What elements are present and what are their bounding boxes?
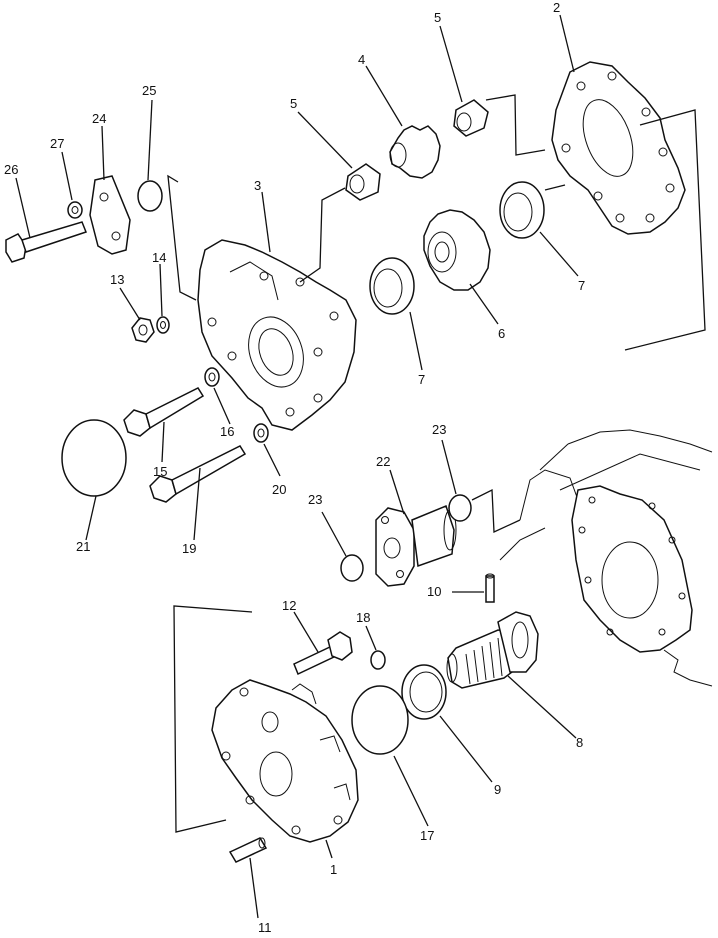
part-14-washer [156, 316, 170, 334]
label-11: 11 [258, 920, 272, 933]
label-15: 15 [153, 464, 167, 479]
label-4: 4 [358, 52, 365, 67]
part-22-pipe-flange [375, 505, 457, 587]
part-16-washer [204, 367, 220, 387]
part-5-bearing-lower [345, 163, 381, 201]
part-13-nut [131, 317, 155, 343]
label-10: 10 [427, 584, 441, 599]
part-21-o-ring [61, 419, 127, 497]
label-5-lower: 5 [290, 96, 297, 111]
part-3-pump-body [197, 239, 357, 431]
part-11-pin [228, 837, 268, 863]
part-27-washer [67, 201, 83, 219]
part-20-washer [253, 423, 269, 443]
label-2: 2 [553, 0, 560, 15]
label-8: 8 [576, 735, 583, 750]
label-22: 22 [376, 454, 390, 469]
part-1-front-cover [211, 679, 359, 843]
label-5-upper: 5 [434, 10, 441, 25]
label-21: 21 [76, 539, 90, 554]
part-23-o-ring-left [340, 554, 364, 582]
label-18: 18 [356, 610, 370, 625]
label-17: 17 [420, 828, 434, 843]
transmission-case [499, 429, 713, 687]
part-6-gear [423, 209, 491, 291]
label-1: 1 [330, 862, 337, 877]
label-7-left: 7 [418, 372, 425, 387]
label-9: 9 [494, 782, 501, 797]
label-25: 25 [142, 83, 156, 98]
part-18-o-ring [370, 650, 386, 670]
part-26-bolt [5, 221, 87, 263]
label-7-right: 7 [578, 278, 585, 293]
label-20: 20 [272, 482, 286, 497]
label-16: 16 [220, 424, 234, 439]
label-19: 19 [182, 541, 196, 556]
part-5-bearing-upper [453, 99, 489, 137]
part-24-plate [89, 175, 131, 255]
part-7-bearing-lower [369, 257, 415, 315]
part-7-bearing-upper [499, 181, 545, 239]
part-23-o-ring-right [448, 494, 472, 522]
label-23-left: 23 [308, 492, 322, 507]
callout-labels: 2 3 4 5 5 6 7 7 8 9 10 11 12 13 14 15 16… [4, 0, 585, 935]
part-19-bolt [149, 445, 247, 503]
part-4-gear [389, 125, 441, 179]
part-8-shaft [446, 611, 539, 689]
leader-lines [15, 14, 579, 919]
label-23-right: 23 [432, 422, 446, 437]
part-9-seal [401, 664, 447, 720]
part-25-o-ring [137, 180, 163, 212]
label-3: 3 [254, 178, 261, 193]
part-10-pin [485, 573, 495, 603]
part-17-o-ring [351, 685, 409, 755]
label-14: 14 [152, 250, 166, 265]
label-6: 6 [498, 326, 505, 341]
label-26: 26 [4, 162, 18, 177]
part-12-bolt [293, 631, 353, 676]
part-2-cover [551, 61, 686, 235]
label-27: 27 [50, 136, 64, 151]
part-15-bolt [123, 387, 205, 437]
label-13: 13 [110, 272, 124, 287]
label-24: 24 [92, 111, 106, 126]
label-12: 12 [282, 598, 296, 613]
